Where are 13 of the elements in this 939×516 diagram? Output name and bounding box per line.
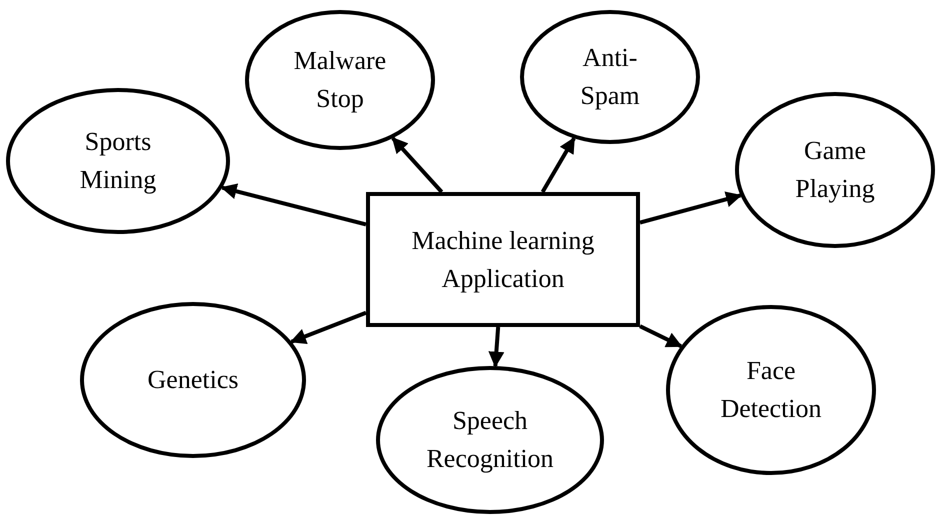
node-label: Game Playing (794, 135, 876, 205)
node-label: Machine learning Application (410, 224, 596, 294)
node-label: Speech Recognition (425, 405, 555, 475)
arrow (391, 136, 444, 194)
node-label: Sports Mining (78, 126, 158, 196)
process-box (366, 192, 640, 327)
node-label: Anti- Spam (579, 42, 641, 112)
node-label: Malware Stop (292, 45, 388, 115)
node-label: Face Detection (719, 355, 823, 425)
arrow (488, 326, 504, 368)
arrow (639, 192, 742, 224)
node-label: Genetics (148, 364, 238, 396)
arrow (639, 324, 682, 348)
